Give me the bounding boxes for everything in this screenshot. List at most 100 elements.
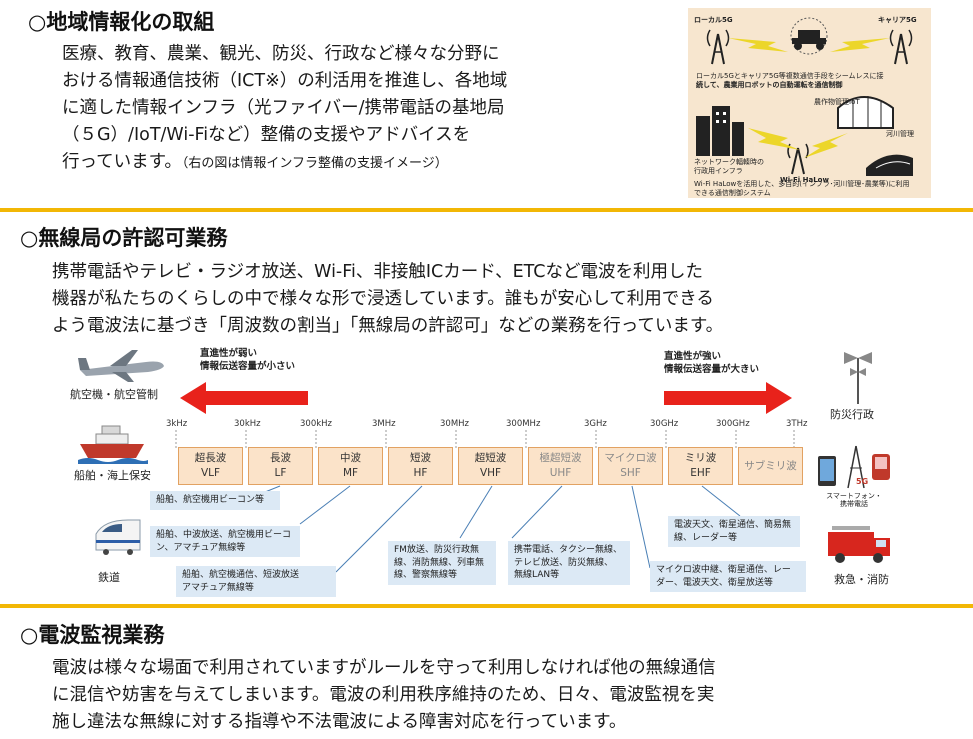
- illus-caption3: Wi-Fi HaLowを活用した、多目的(インフラ･河川管理･農業等)に利用: [694, 180, 910, 188]
- callout-line: アマチュア無線等: [182, 582, 254, 593]
- band-jp: 長波: [270, 452, 291, 464]
- callout-line: 電波天文、衛星通信、簡易無: [674, 520, 792, 530]
- left-direction-line2: 情報伝送容量が小さい: [200, 361, 296, 372]
- band-jp: サブミリ波: [744, 460, 797, 472]
- callout-shf: マイクロ波中継、衛星通信、レーダー、電波天文、衛星放送等: [650, 561, 806, 592]
- band-vlf: 超長波 VLF: [178, 447, 243, 485]
- callout-line: 線、消防無線、列車無: [394, 557, 485, 568]
- wifi-tower-icon: [787, 143, 809, 175]
- band-jp: 中波: [340, 452, 361, 464]
- section1-body: 医療、教育、農業、観光、防災、行政など様々な分野に おける情報通信技術（ICT※…: [62, 41, 682, 177]
- section2-heading: ○無線局の許認可業務: [20, 226, 228, 250]
- illus-caption1: ローカル5Gとキャリア5G等複数通信手段をシームレスに接: [696, 72, 884, 80]
- illus-caption4: できる通信制御システム: [694, 189, 771, 197]
- freq-label: 3THz: [786, 419, 808, 429]
- illus-wifi-label: Wi-Fi HaLow: [780, 176, 829, 184]
- signal-bolt-left: [728, 38, 788, 52]
- right-arrow-icon: [664, 382, 792, 414]
- section1-line-last: 行っています。（右の図は情報インフラ整備の支援イメージ）: [62, 149, 682, 177]
- left-direction-line1: 直進性が弱い: [200, 348, 258, 359]
- river-icon: [866, 154, 913, 176]
- disaster-speaker-icon: [844, 352, 872, 404]
- section2-line: よう電波法に基づき「周波数の割当」「無線局の許認可」などの業務を行っています。: [52, 316, 724, 336]
- illus-network-label1: ネットワーク輻輳時の: [694, 158, 764, 166]
- illus-iot-label: 農作物管理IoT: [814, 98, 860, 106]
- phone-label-line1: スマートフォン・: [826, 492, 882, 500]
- band-jp: 超長波: [194, 452, 227, 464]
- disaster-label: 防災行政: [830, 408, 874, 421]
- illus-caption2: 続して、農業用ロボットの自動運転を通信制御: [696, 81, 843, 89]
- freq-label: 3GHz: [584, 419, 607, 429]
- callout-mf: 船舶、中波放送、航空機用ビーコン、アマチュア無線等: [150, 526, 300, 557]
- illus-river-label: 河川管理: [886, 130, 914, 138]
- illus-local5g-label: ローカル5G: [694, 16, 733, 24]
- carrier5g-tower-icon: [889, 29, 913, 65]
- left-direction-label: 直進性が弱い 情報伝送容量が小さい: [200, 347, 295, 373]
- band-en: UHF: [549, 467, 572, 479]
- section-divider-2: [0, 604, 973, 608]
- callout-uhf: 携帯電話、タクシー無線、テレビ放送、防災無線、無線LAN等: [508, 541, 630, 585]
- band-vhf: 超短波 VHF: [458, 447, 523, 485]
- band-mf: 中波 MF: [318, 447, 383, 485]
- section2-body: 携帯電話やテレビ・ラジオ放送、Wi-Fi、非接触ICカード、ETCなど電波を利用…: [52, 259, 962, 340]
- band-en: SHF: [620, 467, 641, 479]
- ship-icon: [78, 425, 148, 464]
- illus-network-label2: 行政用インフラ: [694, 167, 743, 175]
- band-en: EHF: [690, 467, 711, 479]
- band-lf: 長波 LF: [248, 447, 313, 485]
- train-icon: [95, 519, 141, 555]
- band-en: VLF: [200, 467, 221, 479]
- section1-line: 医療、教育、農業、観光、防災、行政など様々な分野に: [62, 44, 500, 64]
- band-jp: 超短波: [474, 452, 507, 464]
- ship-label: 船舶・海上保安: [74, 469, 151, 482]
- section3-body: 電波は様々な場面で利用されていますがルールを守って利用しなければ他の無線通信 に…: [52, 655, 962, 736]
- phone-label: スマートフォン・ 携帯電話: [826, 492, 882, 508]
- infrastructure-illustration: ローカル5G キャリア5G ローカル5Gとキャリア5G等複数通信手段をシームレス…: [688, 8, 931, 198]
- freq-label: 30GHz: [650, 419, 679, 429]
- phone-label-line2: 携帯電話: [840, 500, 868, 508]
- band-jp: 短波: [410, 452, 431, 464]
- signal-bolt-field: [804, 133, 848, 158]
- section-divider-1: [0, 208, 973, 212]
- local5g-tower-icon: [706, 29, 730, 65]
- section1-line-last-text: 行っています。: [62, 152, 182, 172]
- section3-line: 施し違法な無線に対する指導や不法電波による障害対応を行っています。: [52, 712, 627, 732]
- fire-label: 救急・消防: [834, 573, 889, 586]
- frequency-axis: [175, 430, 795, 448]
- callout-line: 無線LAN等: [514, 570, 560, 580]
- right-direction-label: 直進性が強い 情報伝送容量が大きい: [664, 350, 759, 376]
- tractor-robot-icon: [792, 30, 826, 50]
- greenhouse-icon: [837, 96, 894, 129]
- freq-label: 30MHz: [440, 419, 470, 429]
- band-jp: ミリ波: [684, 452, 717, 464]
- callout-line: 線、警察無線等: [394, 570, 458, 580]
- callout-lf: 船舶、航空機用ビーコン等: [150, 491, 280, 510]
- callout-line: ダー、電波天文、衛星放送等: [656, 577, 773, 588]
- signal-bolt-city: [748, 128, 800, 150]
- aircraft-label: 航空機・航空管制: [70, 388, 158, 401]
- section1-note: （右の図は情報インフラ整備の支援イメージ）: [181, 156, 448, 171]
- callout-ehf: 電波天文、衛星通信、簡易無線、レーダー等: [668, 516, 800, 547]
- section1-line: （５G）/IoT/Wi-Fiなど）整備の支援やアドバイスを: [62, 125, 471, 145]
- callout-line: 線、レーダー等: [674, 532, 738, 543]
- callout-line: 船舶、航空機用ビーコン等: [156, 495, 265, 505]
- callout-line: ン、アマチュア無線等: [156, 542, 246, 553]
- section3-line: 電波は様々な場面で利用されていますがルールを守って利用しなければ他の無線通信: [52, 658, 716, 678]
- callout-line: 船舶、航空機通信、短波放送: [182, 570, 300, 580]
- phone-tower-icon: [818, 445, 890, 489]
- right-direction-line2: 情報伝送容量が大きい: [664, 364, 760, 375]
- freq-label: 3kHz: [166, 419, 188, 429]
- band-en: LF: [274, 467, 287, 479]
- band-en: VHF: [479, 467, 502, 479]
- callout-line: 船舶、中波放送、航空機用ビーコ: [156, 530, 292, 540]
- train-label: 鉄道: [98, 571, 120, 584]
- left-arrow-icon: [180, 382, 308, 414]
- freq-label: 30kHz: [234, 419, 261, 429]
- band-en: MF: [342, 467, 359, 479]
- callout-line: FM放送、防災行政無: [394, 545, 479, 555]
- band-submillimeter: サブミリ波: [738, 447, 803, 485]
- freq-label: 300kHz: [300, 419, 332, 429]
- section1-line: に適した情報インフラ（光ファイバー/携帯電話の基地局: [62, 98, 505, 118]
